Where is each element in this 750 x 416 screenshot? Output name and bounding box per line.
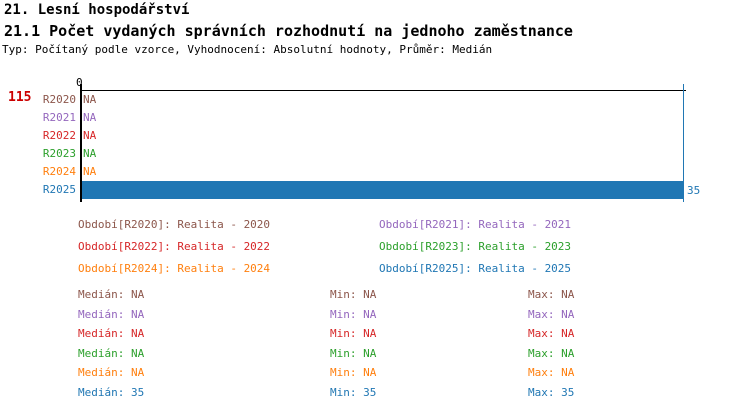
statistics-row: Medián: NA Min: NA Max: NA	[0, 366, 750, 385]
page-title: 21.1 Počet vydaných správních rozhodnutí…	[4, 22, 573, 40]
bar-row: R2023 NA	[0, 145, 750, 163]
axis-origin-label: 0	[76, 76, 83, 89]
statistics-row: Medián: NA Min: NA Max: NA	[0, 327, 750, 346]
statistic-median: Medián: NA	[78, 288, 145, 301]
bar-row-label: R2023	[42, 147, 76, 160]
bar-row: R2025 35	[0, 181, 750, 199]
statistic-median: Medián: NA	[78, 346, 145, 360]
bar-row-na-label: NA	[83, 129, 97, 142]
statistic-median: Medián: NA	[78, 366, 145, 380]
bar-row-na-label: NA	[83, 93, 97, 106]
total-value-label: 115	[8, 90, 32, 105]
legend-item: Období[R2025]: Realita - 2025	[379, 262, 572, 275]
statistic-median: Medián: 35	[78, 386, 145, 399]
bar-row: R2020 NA	[0, 91, 750, 109]
statistic-min: Min: 35	[330, 386, 377, 399]
section-title: 21. Lesní hospodářství	[4, 2, 190, 18]
statistic-median: Medián: NA	[78, 307, 145, 321]
bar-row-label: R2022	[42, 129, 76, 142]
statistic-max: Max: NA	[528, 327, 575, 341]
bar-row-label: R2025	[42, 183, 76, 196]
statistics-row: Medián: NA Min: NA Max: NA	[0, 347, 750, 366]
statistic-min: Min: NA	[330, 346, 377, 360]
legend-item: Období[R2020]: Realita - 2020	[78, 218, 271, 231]
legend-item: Období[R2021]: Realita - 2021	[379, 218, 572, 231]
max-value-gridline	[683, 84, 684, 202]
statistic-min: Min: NA	[330, 288, 377, 301]
bar-row: R2022 NA	[0, 127, 750, 145]
bar-value-label: 35	[687, 184, 701, 197]
bar-row-na-label: NA	[83, 111, 97, 124]
statistic-median: Medián: NA	[78, 327, 145, 341]
statistic-min: Min: NA	[330, 366, 377, 380]
bar-row-label: R2024	[42, 165, 76, 178]
legend-item: Období[R2022]: Realita - 2022	[78, 240, 271, 253]
statistic-max: Max: NA	[528, 288, 575, 301]
bar-row-label: R2020	[42, 93, 76, 106]
bar-row-label: R2021	[42, 111, 76, 124]
bar	[82, 181, 683, 199]
statistic-min: Min: NA	[330, 307, 377, 321]
legend-item: Období[R2023]: Realita - 2023	[379, 240, 572, 253]
statistic-min: Min: NA	[330, 327, 377, 341]
statistics-row: Medián: 35 Min: 35 Max: 35	[0, 386, 750, 405]
statistics-block: Medián: NA Min: NA Max: NA Medián: NA Min: N…	[0, 288, 750, 413]
statistics-row: Medián: NA Min: NA Max: NA	[0, 308, 750, 327]
plot-top-border	[80, 90, 686, 91]
statistic-max: Max: NA	[528, 307, 575, 321]
legend-item: Období[R2024]: Realita - 2024	[78, 262, 271, 275]
statistic-max: Max: 35	[528, 386, 575, 399]
bar-row: R2021 NA	[0, 109, 750, 127]
statistics-row: Medián: NA Min: NA Max: NA	[0, 288, 750, 307]
bar-row-na-label: NA	[83, 147, 97, 160]
y-axis-line	[80, 84, 82, 202]
chart-meta-line: Typ: Počítaný podle vzorce, Vyhodnocení:…	[2, 43, 493, 56]
bar-row-na-label: NA	[83, 165, 97, 178]
statistic-max: Max: NA	[528, 366, 575, 380]
statistic-max: Max: NA	[528, 346, 575, 360]
bar-row: R2024 NA	[0, 163, 750, 181]
